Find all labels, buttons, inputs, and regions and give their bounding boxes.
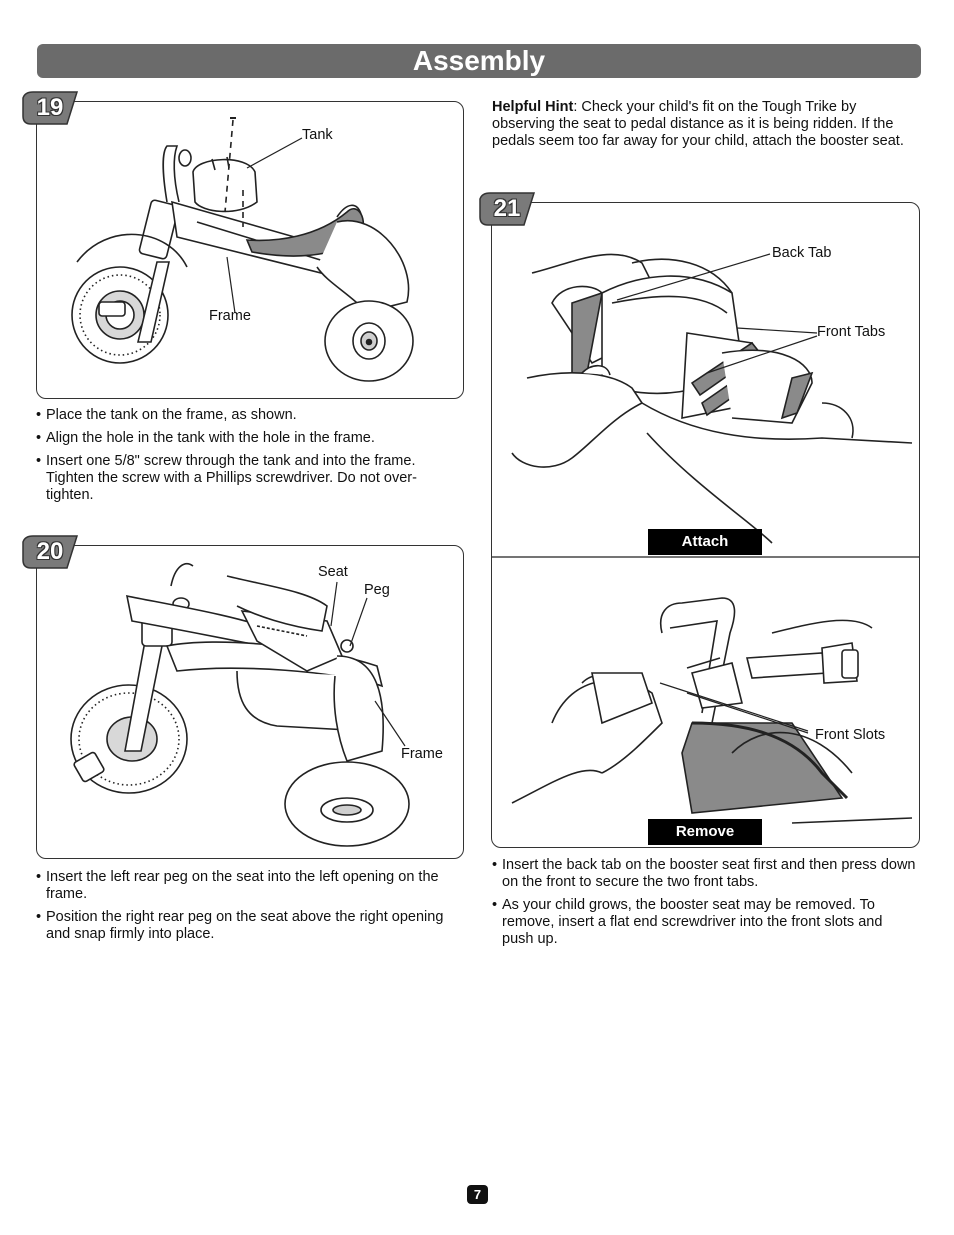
hint-text: : Check your child's fit on the Tough Tr… <box>492 99 904 149</box>
page-title: Assembly <box>412 45 546 76</box>
step-20-instructions: Insert the left rear peg on the seat int… <box>36 869 456 949</box>
list-item: Insert the back tab on the booster seat … <box>492 857 916 891</box>
step-19-instructions: Place the tank on the frame, as shown. A… <box>36 407 451 510</box>
step-number: 21 <box>493 195 521 222</box>
attach-label: Attach <box>648 529 762 555</box>
tank-frame-illustration <box>71 117 414 382</box>
step-number: 20 <box>36 538 64 565</box>
label-front-tabs: Front Tabs <box>817 324 886 340</box>
booster-seat-illustration <box>492 253 919 824</box>
step-number: 19 <box>36 94 64 121</box>
label-back-tab: Back Tab <box>772 245 832 261</box>
step-19-badge: 19 <box>21 90 79 126</box>
helpful-hint: Helpful Hint: Check your child's fit on … <box>492 99 912 150</box>
label-peg: Peg <box>364 582 390 598</box>
seat-frame-illustration <box>70 562 410 847</box>
remove-label: Remove <box>648 819 762 845</box>
list-item: Insert the left rear peg on the seat int… <box>36 869 456 903</box>
page-number: 7 <box>467 1185 488 1204</box>
label-frame: Frame <box>401 746 443 762</box>
step-20-illustration: Seat Peg Frame <box>36 545 464 859</box>
label-tank: Tank <box>302 127 333 143</box>
list-item: Place the tank on the frame, as shown. <box>36 407 451 424</box>
step-21-instructions: Insert the back tab on the booster seat … <box>492 857 916 954</box>
step-21-illustration: Back Tab Front Tabs Front Slots Attach R… <box>491 202 920 848</box>
label-frame: Frame <box>209 308 251 324</box>
header-bar: Assembly <box>37 44 921 78</box>
label-seat: Seat <box>318 564 348 580</box>
hint-label: Helpful Hint <box>492 99 574 115</box>
list-item: Position the right rear peg on the seat … <box>36 909 456 943</box>
step-21-badge: 21 <box>478 191 536 227</box>
step-19-illustration: Tank Frame <box>36 101 464 399</box>
list-item: Insert one 5/8" screw through the tank a… <box>36 453 451 504</box>
label-front-slots: Front Slots <box>815 727 886 743</box>
step-20-badge: 20 <box>21 534 79 570</box>
list-item: Align the hole in the tank with the hole… <box>36 430 451 447</box>
list-item: As your child grows, the booster seat ma… <box>492 897 916 948</box>
